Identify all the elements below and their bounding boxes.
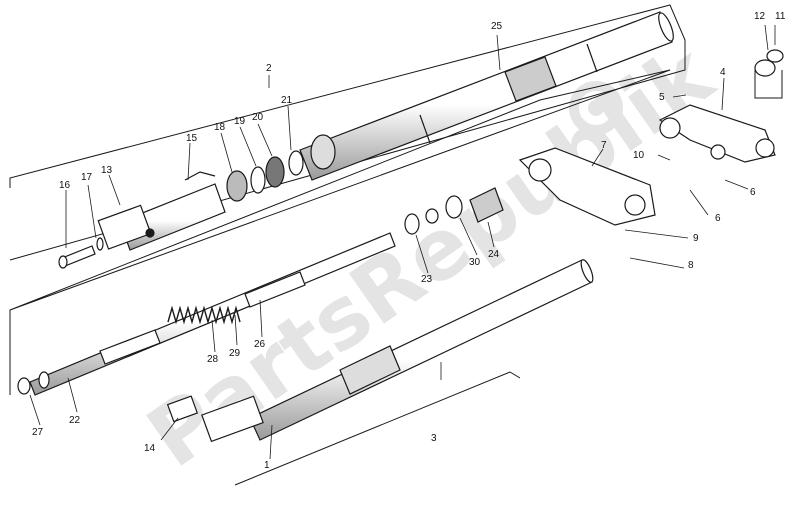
bracket-2 <box>9 4 686 261</box>
callout-8: 8 <box>688 260 694 271</box>
bracket-4 <box>754 70 783 99</box>
callout-2: 2 <box>266 63 272 74</box>
bracket-3-bottom <box>234 371 521 486</box>
part-18 <box>226 170 248 202</box>
callout-1: 1 <box>264 460 270 471</box>
part-30 <box>445 195 463 219</box>
callout-5: 5 <box>659 92 665 103</box>
callout-12: 12 <box>754 11 766 22</box>
callout-23: 23 <box>421 274 433 285</box>
callout-4: 4 <box>720 67 726 78</box>
callout-6a: 6 <box>750 187 756 198</box>
callout-6b: 6 <box>715 213 721 224</box>
callout-16: 16 <box>59 180 71 191</box>
part-19 <box>250 166 266 194</box>
callout-22: 22 <box>69 415 81 426</box>
callout-21: 21 <box>281 95 293 106</box>
damper-rod <box>17 232 396 396</box>
callout-27: 27 <box>32 427 44 438</box>
upper-triple-clamp-4 <box>658 104 776 163</box>
callout-25: 25 <box>491 21 503 32</box>
part-23 <box>404 213 420 235</box>
group-brackets <box>9 4 783 486</box>
callout-14: 14 <box>144 443 156 454</box>
callout-10: 10 <box>633 150 645 161</box>
callout-13: 13 <box>101 165 113 176</box>
callout-24: 24 <box>488 249 500 260</box>
cap-11-12 <box>754 49 784 77</box>
fork-tube-25 <box>299 11 674 181</box>
part-20 <box>265 156 285 188</box>
spring-28 <box>167 305 241 325</box>
callout-7: 7 <box>601 140 607 151</box>
cartridge-parts <box>404 187 504 235</box>
part-14 <box>166 395 199 423</box>
callout-20: 20 <box>252 112 264 123</box>
leader-lines <box>29 24 776 460</box>
fork-outer-tube-3 <box>166 259 594 443</box>
callout-28: 28 <box>207 354 219 365</box>
part-24 <box>469 187 504 223</box>
part-27 <box>17 377 31 395</box>
callouts: 1 2 3 4 5 6 6 7 8 9 10 11 12 13 14 15 16… <box>32 11 786 471</box>
part-21 <box>288 150 304 176</box>
callout-18: 18 <box>214 122 226 133</box>
lower-triple-clamp-7 <box>518 147 656 226</box>
callout-9: 9 <box>693 233 699 244</box>
axle-bolt-16 <box>58 237 104 269</box>
seal-parts <box>226 134 336 202</box>
callout-15: 15 <box>186 133 198 144</box>
callout-29: 29 <box>229 348 241 359</box>
fork-leg-upper <box>97 171 226 251</box>
callout-17: 17 <box>81 172 93 183</box>
callout-19: 19 <box>234 116 246 127</box>
callout-26: 26 <box>254 339 266 350</box>
callout-30: 30 <box>469 257 481 268</box>
callout-3: 3 <box>431 433 437 444</box>
callout-11: 11 <box>775 11 786 22</box>
gear-icon <box>569 81 623 135</box>
bracket-3 <box>9 69 671 395</box>
